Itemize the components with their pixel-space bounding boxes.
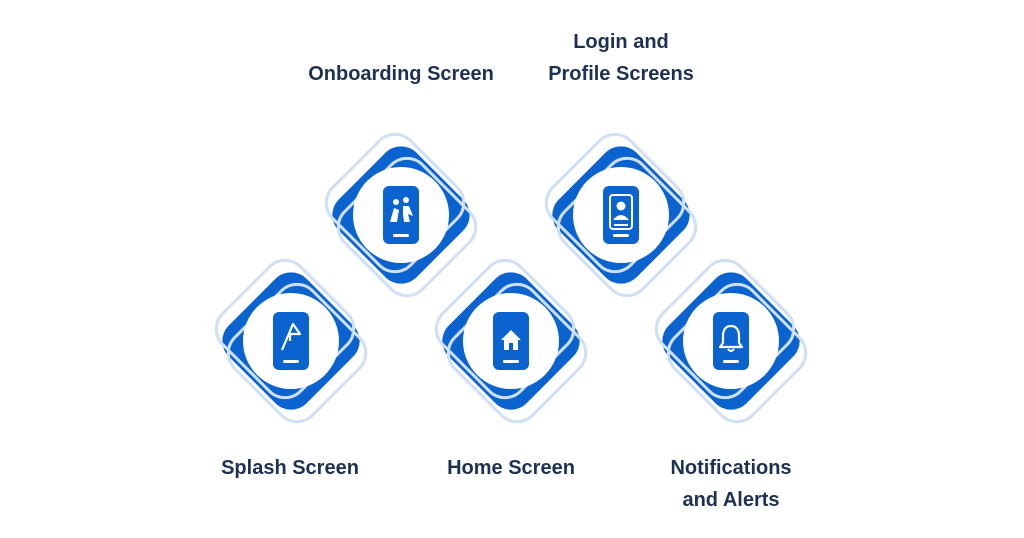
profile-card-icon	[603, 186, 639, 244]
onboarding-people-icon	[383, 186, 419, 244]
icon-circle	[683, 293, 779, 389]
splash-logo-icon	[273, 312, 309, 370]
step-label: Home Screen	[447, 457, 575, 479]
step-splash-screen	[196, 246, 386, 436]
step-label: Onboarding Screen	[308, 63, 494, 85]
icon-circle	[463, 293, 559, 389]
icon-circle	[353, 167, 449, 263]
step-onboarding-screen	[306, 120, 496, 310]
step-notifications-alerts	[636, 246, 826, 436]
step-home-screen	[416, 246, 606, 436]
icon-circle	[573, 167, 669, 263]
step-label-line-1: Notifications	[670, 457, 792, 479]
home-icon	[493, 312, 529, 370]
icon-circle	[243, 293, 339, 389]
step-label-line-2: and Alerts	[682, 489, 780, 511]
step-label: Login and Profile Screens	[521, 26, 721, 90]
step-login-profile-screens	[526, 120, 716, 310]
step-label-line-1: Login and	[573, 31, 669, 53]
step-label-line-2: Profile Screens	[548, 63, 694, 85]
step-label: Splash Screen	[221, 457, 359, 479]
step-label: Notifications and Alerts	[631, 452, 831, 516]
bell-icon	[713, 312, 749, 370]
